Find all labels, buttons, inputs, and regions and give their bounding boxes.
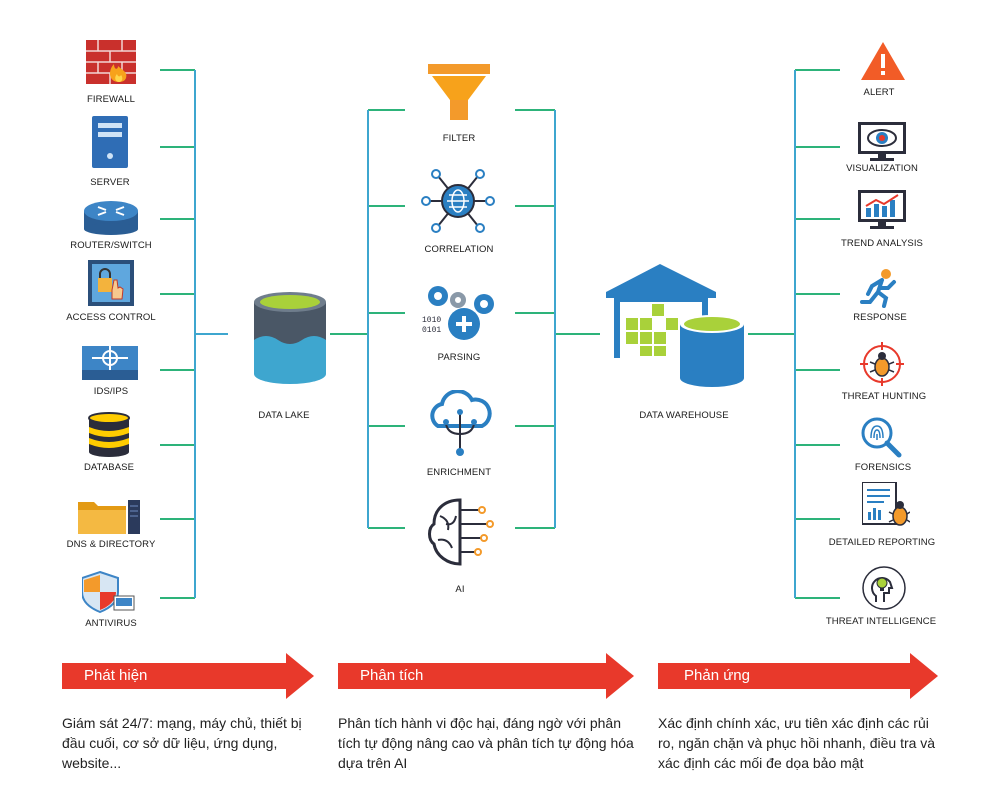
threat-intelligence-icon xyxy=(862,566,906,615)
output-label-alert: ALERT xyxy=(863,87,895,98)
stage-title-analysis: Phân tích xyxy=(360,667,424,684)
forensics-icon xyxy=(860,416,902,463)
stage-desc-analysis: Phân tích hành vi độc hại, đáng ngờ với … xyxy=(338,715,634,771)
server-icon xyxy=(92,116,128,173)
processing-label-enrichment: ENRICHMENT xyxy=(426,467,492,478)
svg-text:1010: 1010 xyxy=(422,316,441,325)
source-label-server: SERVER xyxy=(90,177,130,188)
processing-label-ai: AI xyxy=(455,584,465,595)
source-label-antivirus: ANTIVIRUS xyxy=(85,618,137,629)
output-label-threat-intelligence: THREAT INTELLIGENCE xyxy=(825,616,937,627)
processing-label-filter: FILTER xyxy=(442,133,476,144)
source-label-router-switch: ROUTER/SWITCH xyxy=(70,240,152,251)
stage-arrow-response: Phản ứng xyxy=(658,653,938,699)
output-label-detailed-reporting: DETAILED REPORTING xyxy=(828,537,936,548)
data-warehouse-label: DATA WAREHOUSE xyxy=(639,410,729,421)
antivirus-icon xyxy=(81,570,136,619)
stage-arrow-detection: Phát hiện xyxy=(62,653,314,699)
output-label-response: RESPONSE xyxy=(853,312,907,323)
response-icon xyxy=(858,266,904,313)
source-label-ids-ips: IDS/IPS xyxy=(93,386,129,397)
output-label-threat-hunting: THREAT HUNTING xyxy=(841,391,927,402)
output-label-visualization: VISUALIZATION xyxy=(846,163,918,174)
stage-desc-detection: Giám sát 24/7: mạng, máy chủ, thiết bị đ… xyxy=(62,715,302,771)
filter-icon xyxy=(428,64,490,127)
stage-title-detection: Phát hiện xyxy=(84,667,148,684)
ai-icon xyxy=(424,496,496,575)
enrichment-icon xyxy=(424,389,496,465)
stage-arrow-analysis: Phân tích xyxy=(338,653,634,699)
stage-title-response: Phản ứng xyxy=(684,667,750,684)
dns-directory-icon xyxy=(78,496,142,541)
output-label-trend-analysis: TREND ANALYSIS xyxy=(841,238,923,249)
source-label-dns-directory: DNS & DIRECTORY xyxy=(66,539,156,550)
detailed-reporting-icon xyxy=(861,481,911,533)
parsing-icon: 1010 0101 xyxy=(420,282,498,353)
firewall-icon xyxy=(86,40,136,89)
visualization-icon xyxy=(858,122,906,167)
ids-ips-icon xyxy=(82,342,138,387)
access-control-icon xyxy=(88,260,134,311)
source-label-access-control: ACCESS CONTROL xyxy=(66,312,156,323)
data-lake-label: DATA LAKE xyxy=(258,410,310,421)
output-label-forensics: FORENSICS xyxy=(854,462,912,473)
database-icon xyxy=(88,412,130,463)
stage-desc-response: Xác định chính xác, ưu tiên xác định các… xyxy=(658,715,936,771)
processing-label-correlation: CORRELATION xyxy=(424,244,494,255)
data-warehouse-icon xyxy=(604,262,750,397)
trend-analysis-icon xyxy=(858,190,906,237)
correlation-icon xyxy=(418,164,498,243)
alert-icon xyxy=(860,40,906,87)
svg-text:0101: 0101 xyxy=(422,326,441,335)
source-label-firewall: FIREWALL xyxy=(87,94,135,105)
source-label-database: DATABASE xyxy=(83,462,135,473)
threat-hunting-icon xyxy=(860,342,904,391)
processing-label-parsing: PARSING xyxy=(437,352,481,363)
data-lake-icon xyxy=(252,290,328,391)
router-icon xyxy=(84,197,138,240)
